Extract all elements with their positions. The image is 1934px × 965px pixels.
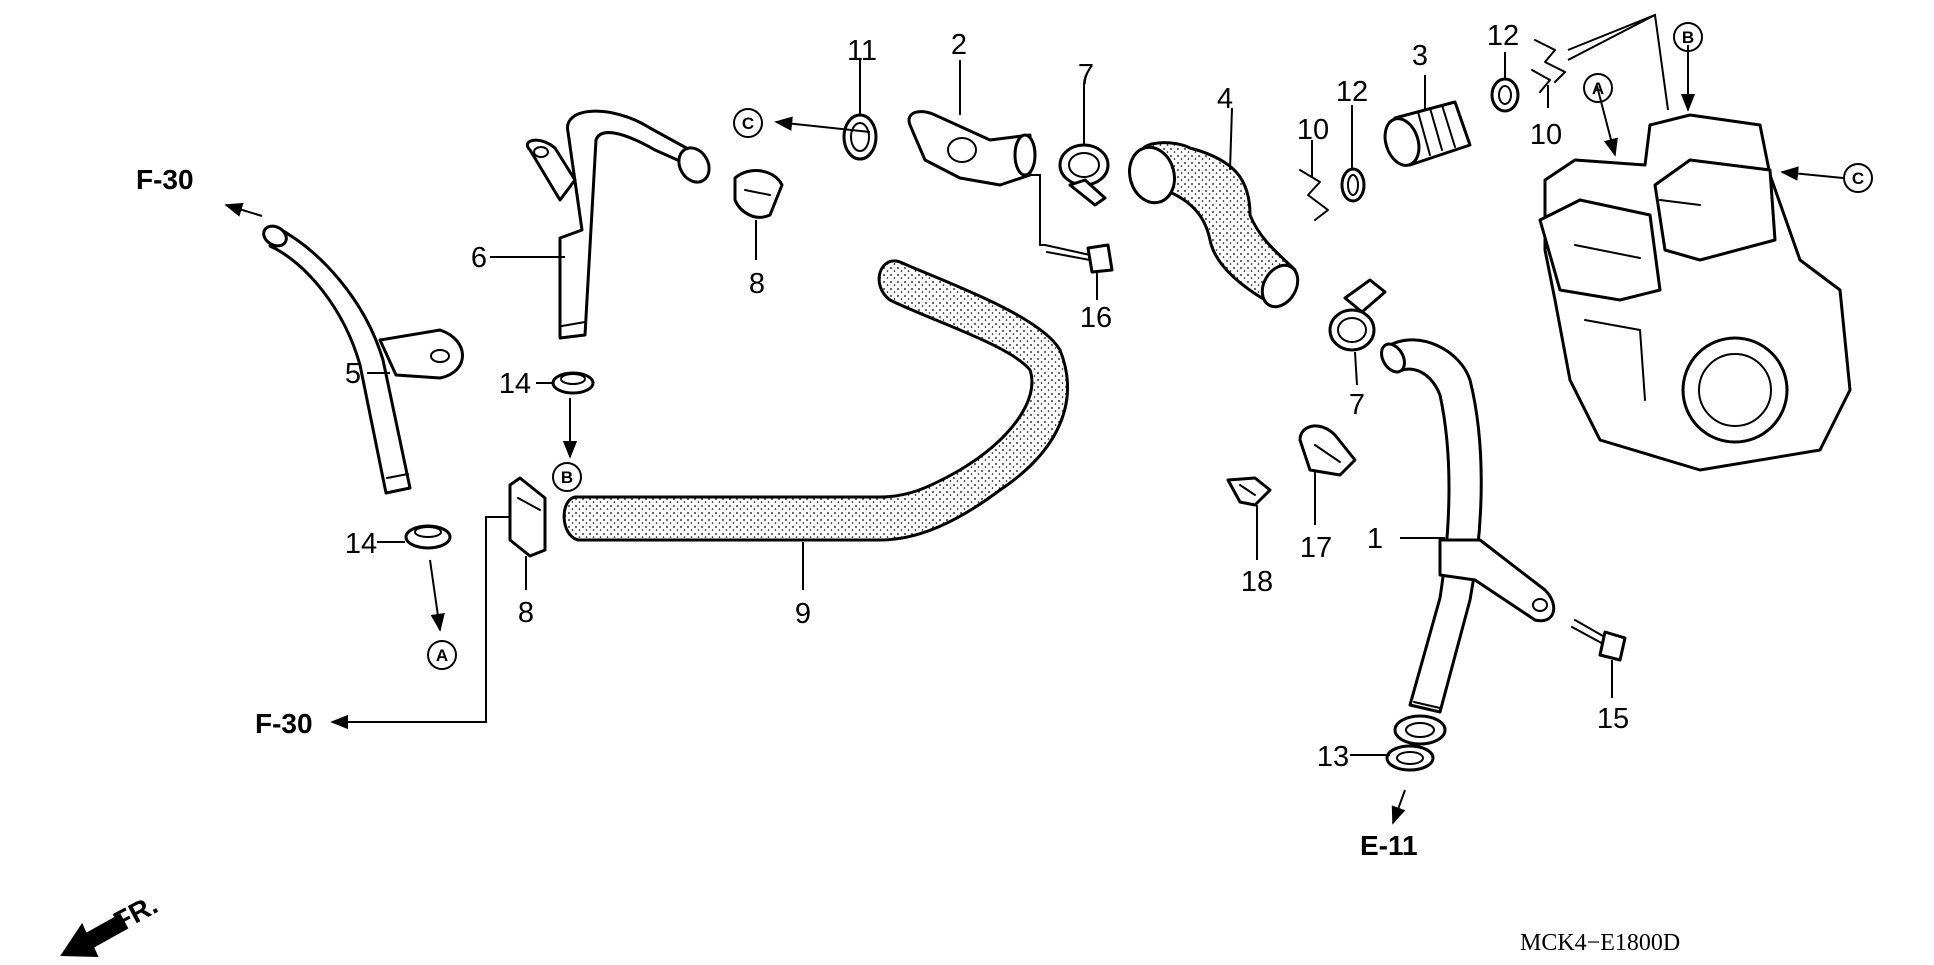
- callout-10-left: 10: [1297, 114, 1329, 146]
- svg-text:C: C: [742, 114, 754, 133]
- engine-assembly: [1538, 113, 1852, 472]
- callout-3: 3: [1412, 40, 1428, 72]
- callout-12-left: 12: [1336, 76, 1368, 108]
- callout-10-right: 10: [1530, 119, 1562, 151]
- point-label-a-engine: A: [1583, 73, 1613, 103]
- callout-15: 15: [1597, 703, 1629, 735]
- callout-11: 11: [847, 35, 877, 67]
- part-16-bolt: [1044, 243, 1114, 274]
- callout-9: 9: [795, 598, 811, 630]
- part-9-hose: [562, 259, 1069, 542]
- callout-14-lower: 14: [345, 528, 377, 560]
- reference-arrows: [224, 45, 1844, 825]
- section-ref-e11: E-11: [1360, 830, 1418, 861]
- part-11-o-ring: [842, 113, 878, 161]
- callout-2: 2: [951, 29, 967, 61]
- part-15-bolt: [1571, 619, 1627, 662]
- part-5-pipe: [262, 224, 464, 495]
- svg-text:A: A: [436, 646, 448, 665]
- part-12-o-ring-right: [1490, 77, 1520, 113]
- callout-7-upper: 7: [1078, 59, 1094, 91]
- svg-text:C: C: [1852, 169, 1864, 188]
- part-1-pipe: [1380, 338, 1556, 714]
- part-13-o-ring: [1385, 714, 1447, 772]
- callout-14-upper: 14: [499, 368, 531, 400]
- part-callouts: 1 2 3 4 5 6 7 7 8 8 9 10 10 11 12 12 13 …: [345, 20, 1629, 773]
- part-12-o-ring-left: [1340, 167, 1366, 203]
- part-6-pipe: [526, 109, 711, 340]
- point-label-b-left: B: [552, 462, 582, 492]
- callout-16: 16: [1080, 302, 1112, 334]
- svg-text:A: A: [1592, 79, 1604, 98]
- callout-17: 17: [1300, 532, 1332, 564]
- part-14-grommet-upper: [551, 371, 595, 395]
- part-14-grommet-lower: [404, 524, 452, 550]
- callout-4: 4: [1217, 83, 1233, 115]
- section-ref-f30-upper: F-30: [136, 164, 194, 195]
- part-17-holder: [1298, 424, 1357, 477]
- part-3-joint-pipe: [1383, 100, 1472, 167]
- part-4-hose: [1128, 141, 1300, 309]
- part-8-clip-upper: [733, 169, 784, 219]
- point-label-b-engine: B: [1673, 22, 1703, 52]
- part-8-clip-lower: [508, 476, 547, 558]
- part-10-clip-left: [1299, 169, 1329, 221]
- point-label-a-left: A: [427, 640, 457, 670]
- svg-text:B: B: [561, 468, 573, 487]
- callout-12-right: 12: [1487, 20, 1519, 52]
- part-10-clip-right: [1531, 39, 1566, 93]
- svg-text:B: B: [1682, 28, 1694, 47]
- callout-5: 5: [345, 358, 361, 390]
- callout-1: 1: [1367, 523, 1383, 555]
- callout-8-lower: 8: [518, 597, 534, 629]
- leader-lines: [330, 13, 1669, 756]
- part-7-clamp-lower: [1328, 278, 1387, 352]
- front-direction-arrow-icon: FR.: [60, 889, 163, 958]
- callout-8-upper: 8: [749, 268, 765, 300]
- drawing-code: MCK4−E1800D: [1520, 930, 1680, 956]
- point-label-c-left: C: [733, 108, 763, 138]
- point-label-c-engine: C: [1843, 163, 1873, 193]
- callout-7-lower: 7: [1349, 389, 1365, 421]
- callout-18: 18: [1241, 566, 1273, 598]
- callout-13: 13: [1317, 741, 1349, 773]
- part-2-water-outlet: [907, 110, 1037, 187]
- part-7-clamp-upper: [1058, 143, 1110, 207]
- part-18-clip: [1226, 476, 1272, 507]
- callout-6: 6: [471, 242, 487, 274]
- section-ref-f30-lower: F-30: [255, 708, 313, 739]
